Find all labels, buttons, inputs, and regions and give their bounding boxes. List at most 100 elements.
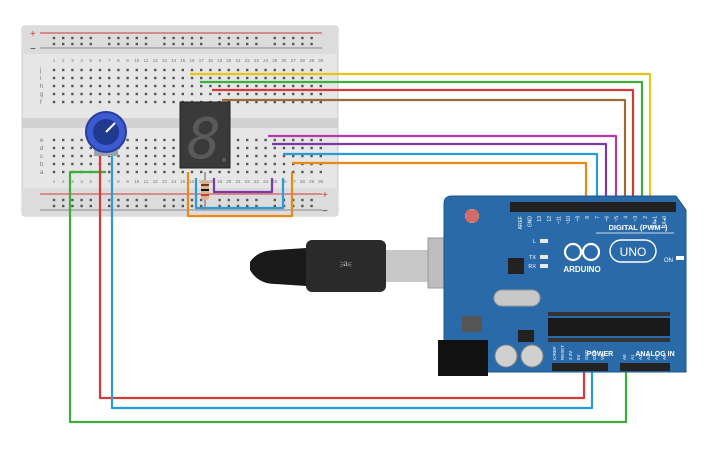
wire-blue-top xyxy=(283,152,599,208)
bb-column-number: 18 xyxy=(208,58,214,63)
wire-brown xyxy=(222,98,627,208)
bb-hole xyxy=(273,138,276,142)
bb-column-number: 5 xyxy=(90,179,93,184)
digital-pin-label: ~3 xyxy=(633,216,639,222)
bb-hole xyxy=(282,138,286,142)
bb-hole xyxy=(292,84,295,88)
bb-hole xyxy=(246,100,249,104)
board-brand: ARDUINO xyxy=(563,265,600,274)
wire-orange xyxy=(292,161,588,208)
bb-row-letter: e xyxy=(40,138,44,144)
bb-hole xyxy=(144,154,148,158)
bb-hole xyxy=(163,170,166,174)
bb-hole xyxy=(282,36,286,40)
bb-hole xyxy=(236,138,240,142)
bb-hole xyxy=(163,204,166,208)
bb-hole xyxy=(117,154,120,158)
bb-hole xyxy=(62,92,65,96)
bb-hole xyxy=(190,76,194,80)
bb-column-number: 24 xyxy=(263,58,269,63)
bb-hole xyxy=(255,146,258,150)
usb-cable: ⎃ xyxy=(250,237,469,292)
bb-column-number: 12 xyxy=(153,58,159,63)
bb-hole xyxy=(236,198,240,202)
bb-hole xyxy=(264,170,267,174)
bb-hole xyxy=(135,198,138,202)
bb-column-number: 21 xyxy=(235,58,241,63)
bb-hole xyxy=(255,198,258,202)
bb-hole xyxy=(301,92,304,96)
bb-hole xyxy=(310,138,313,142)
bb-hole xyxy=(126,68,129,72)
bb-hole xyxy=(154,76,157,80)
bb-row-letter: g xyxy=(40,92,43,98)
bb-hole xyxy=(236,170,240,174)
bb-column-number: 21 xyxy=(235,179,241,184)
bb-hole xyxy=(108,42,111,46)
bb-hole xyxy=(227,198,230,202)
bb-hole xyxy=(255,84,258,88)
bb-hole xyxy=(52,42,56,46)
seven-segment-display: 8 xyxy=(179,101,231,172)
bb-hole xyxy=(52,162,56,166)
bb-hole xyxy=(172,100,175,104)
arduino-logo: ARDUINO UNO xyxy=(563,239,657,274)
bb-column-number: 11 xyxy=(144,58,149,63)
bb-hole xyxy=(310,92,313,96)
bb-hole xyxy=(273,170,276,174)
bb-hole xyxy=(52,170,56,174)
bb-hole xyxy=(52,146,56,150)
bb-hole xyxy=(246,68,249,72)
status-led xyxy=(540,255,548,259)
digital-pin-label: GND xyxy=(528,216,534,228)
bb-hole xyxy=(126,154,129,158)
wire-orange-bb xyxy=(186,172,294,218)
bb-column-number: 30 xyxy=(318,179,324,184)
bb-hole xyxy=(301,76,304,80)
bb-hole xyxy=(301,146,304,150)
bb-hole xyxy=(190,198,194,202)
bb-hole xyxy=(255,42,258,46)
bb-hole xyxy=(80,84,83,88)
bb-hole xyxy=(282,68,286,72)
bb-hole xyxy=(181,204,184,208)
bb-column-number: 7 xyxy=(108,179,111,184)
potentiometer[interactable] xyxy=(85,111,127,156)
bb-hole xyxy=(218,42,221,46)
status-led-label: RX xyxy=(528,264,536,270)
bb-hole xyxy=(292,146,295,150)
bb-hole xyxy=(80,198,83,202)
status-led xyxy=(540,264,548,268)
bb-hole xyxy=(117,198,120,202)
bb-hole xyxy=(126,76,129,80)
bb-hole xyxy=(144,36,148,40)
bb-hole xyxy=(292,204,295,208)
bb-hole xyxy=(135,92,138,96)
bb-hole xyxy=(273,146,276,150)
digital-pin-label: ~5 xyxy=(614,216,620,222)
bb-hole xyxy=(310,76,313,80)
bb-hole xyxy=(218,36,221,40)
bb-hole xyxy=(181,76,184,80)
bb-hole xyxy=(135,154,138,158)
bb-hole xyxy=(172,162,175,166)
bb-row-letter: a xyxy=(40,170,44,176)
bb-hole xyxy=(71,204,74,208)
bb-hole xyxy=(172,170,175,174)
bb-column-number: 8 xyxy=(117,58,120,63)
wire-red-main xyxy=(98,150,586,400)
bb-hole xyxy=(172,154,175,158)
bb-hole xyxy=(89,68,92,72)
bb-hole xyxy=(246,154,249,158)
bb-hole xyxy=(71,154,74,158)
digital-pin-label: 2 xyxy=(643,216,649,219)
bb-hole xyxy=(172,76,175,80)
bb-hole xyxy=(236,84,240,88)
bb-hole xyxy=(218,76,221,80)
bb-hole xyxy=(71,68,74,72)
bb-column-number: 15 xyxy=(180,58,186,63)
bb-hole xyxy=(108,92,111,96)
bb-hole xyxy=(71,146,74,150)
